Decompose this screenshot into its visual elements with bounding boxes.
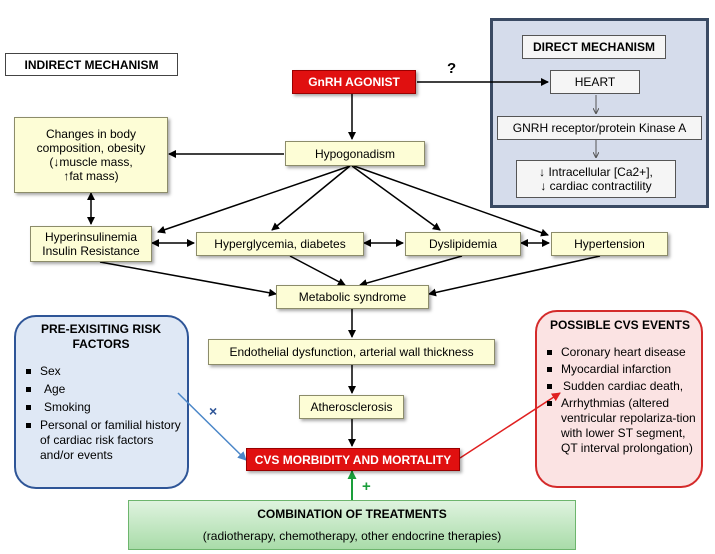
question-mark: ? — [447, 60, 457, 77]
event-item: Sudden cardiac death, — [545, 379, 699, 394]
body-composition-line4: ↑fat mass) — [63, 169, 119, 183]
risk-title-line2: FACTORS — [72, 337, 130, 351]
cvs-events-title: POSSIBLE CVS EVENTS — [549, 318, 691, 332]
plus-sign: + — [362, 478, 371, 495]
hyperinsulinemia-line2: Insulin Resistance — [42, 244, 140, 258]
endothelial-dysfunction-text: Endothelial dysfunction, arterial wall t… — [229, 345, 474, 359]
combination-subtitle: (radiotherapy, chemotherapy, other endoc… — [202, 529, 502, 543]
cvs-events-panel — [535, 310, 703, 488]
body-composition-line2: composition, obesity — [36, 141, 146, 155]
cvs-events-content: POSSIBLE CVS EVENTS Coronary heart disea… — [541, 318, 699, 456]
indirect-mechanism-label: INDIRECT MECHANISM — [5, 53, 178, 76]
gnrh-receptor-text: GNRH receptor/protein Kinase A — [512, 121, 687, 135]
hypertension-text: Hypertension — [574, 237, 645, 251]
atherosclerosis-box: Atherosclerosis — [299, 395, 404, 419]
risk-item: Smoking — [24, 400, 182, 415]
heart-box: HEART — [550, 70, 640, 94]
indirect-mechanism-text: INDIRECT MECHANISM — [24, 57, 159, 72]
body-composition-line1: Changes in body — [45, 127, 137, 141]
hyperinsulinemia-line1: Hyperinsulinemia — [44, 230, 138, 244]
risk-title-line1: PRE-EXISITING RISK — [40, 322, 162, 336]
gnrh-receptor-box: GNRH receptor/protein Kinase A — [497, 116, 702, 140]
event-item: Myocardial infarction — [545, 362, 699, 377]
event-item: Arrhythmias (altered ventricular repolar… — [545, 396, 699, 456]
cvs-morbidity-box: CVS MORBIDITY AND MORTALITY — [246, 448, 460, 471]
calcium-effect-box: ↓ Intracellular [Ca2+], ↓ cardiac contra… — [516, 160, 676, 198]
metabolic-syndrome-text: Metabolic syndrome — [298, 290, 407, 304]
dyslipidemia-box: Dyslipidemia — [405, 232, 521, 256]
hyperglycemia-text: Hyperglycemia, diabetes — [214, 237, 346, 251]
risk-factors-title: PRE-EXISITING RISK FACTORS — [20, 322, 182, 352]
risk-item: Age — [24, 382, 182, 397]
metabolic-syndrome-box: Metabolic syndrome — [276, 285, 429, 309]
atherosclerosis-text: Atherosclerosis — [310, 400, 393, 414]
cvs-events-list: Coronary heart disease Myocardial infarc… — [541, 345, 699, 456]
direct-mechanism-title-box: DIRECT MECHANISM — [522, 35, 666, 59]
risk-item: Sex — [24, 364, 182, 379]
cvs-morbidity-text: CVS MORBIDITY AND MORTALITY — [254, 452, 452, 467]
hypertension-box: Hypertension — [551, 232, 668, 256]
risk-factors-content: PRE-EXISITING RISK FACTORS Sex Age Smoki… — [20, 322, 182, 463]
direct-mechanism-title: DIRECT MECHANISM — [533, 40, 655, 54]
risk-factors-panel — [14, 315, 189, 489]
endothelial-dysfunction-box: Endothelial dysfunction, arterial wall t… — [208, 339, 495, 365]
combination-treatments-box: COMBINATION OF TREATMENTS (radiotherapy,… — [128, 500, 576, 550]
risk-item: Personal or familial history of cardiac … — [24, 418, 182, 463]
heart-text: HEART — [574, 75, 616, 89]
hyperglycemia-box: Hyperglycemia, diabetes — [196, 232, 364, 256]
body-composition-line3: (↓muscle mass, — [49, 155, 133, 169]
risk-sign: × — [209, 403, 218, 419]
hypogonadism-text: Hypogonadism — [314, 146, 396, 161]
event-item: Coronary heart disease — [545, 345, 699, 360]
risk-factors-list: Sex Age Smoking Personal or familial his… — [20, 364, 182, 463]
gnrh-agonist-text: GnRH AGONIST — [308, 75, 400, 89]
hyperinsulinemia-box: Hyperinsulinemia Insulin Resistance — [30, 226, 152, 262]
combination-title: COMBINATION OF TREATMENTS — [257, 507, 447, 521]
dyslipidemia-text: Dyslipidemia — [428, 237, 498, 251]
calcium-effect-line1: ↓ Intracellular [Ca2+], — [539, 165, 653, 179]
body-composition-box: Changes in body composition, obesity (↓m… — [14, 117, 168, 193]
gnrh-agonist-box: GnRH AGONIST — [292, 70, 416, 94]
hypogonadism-box: Hypogonadism — [285, 141, 425, 166]
calcium-effect-line2: ↓ cardiac contractility — [540, 179, 652, 193]
